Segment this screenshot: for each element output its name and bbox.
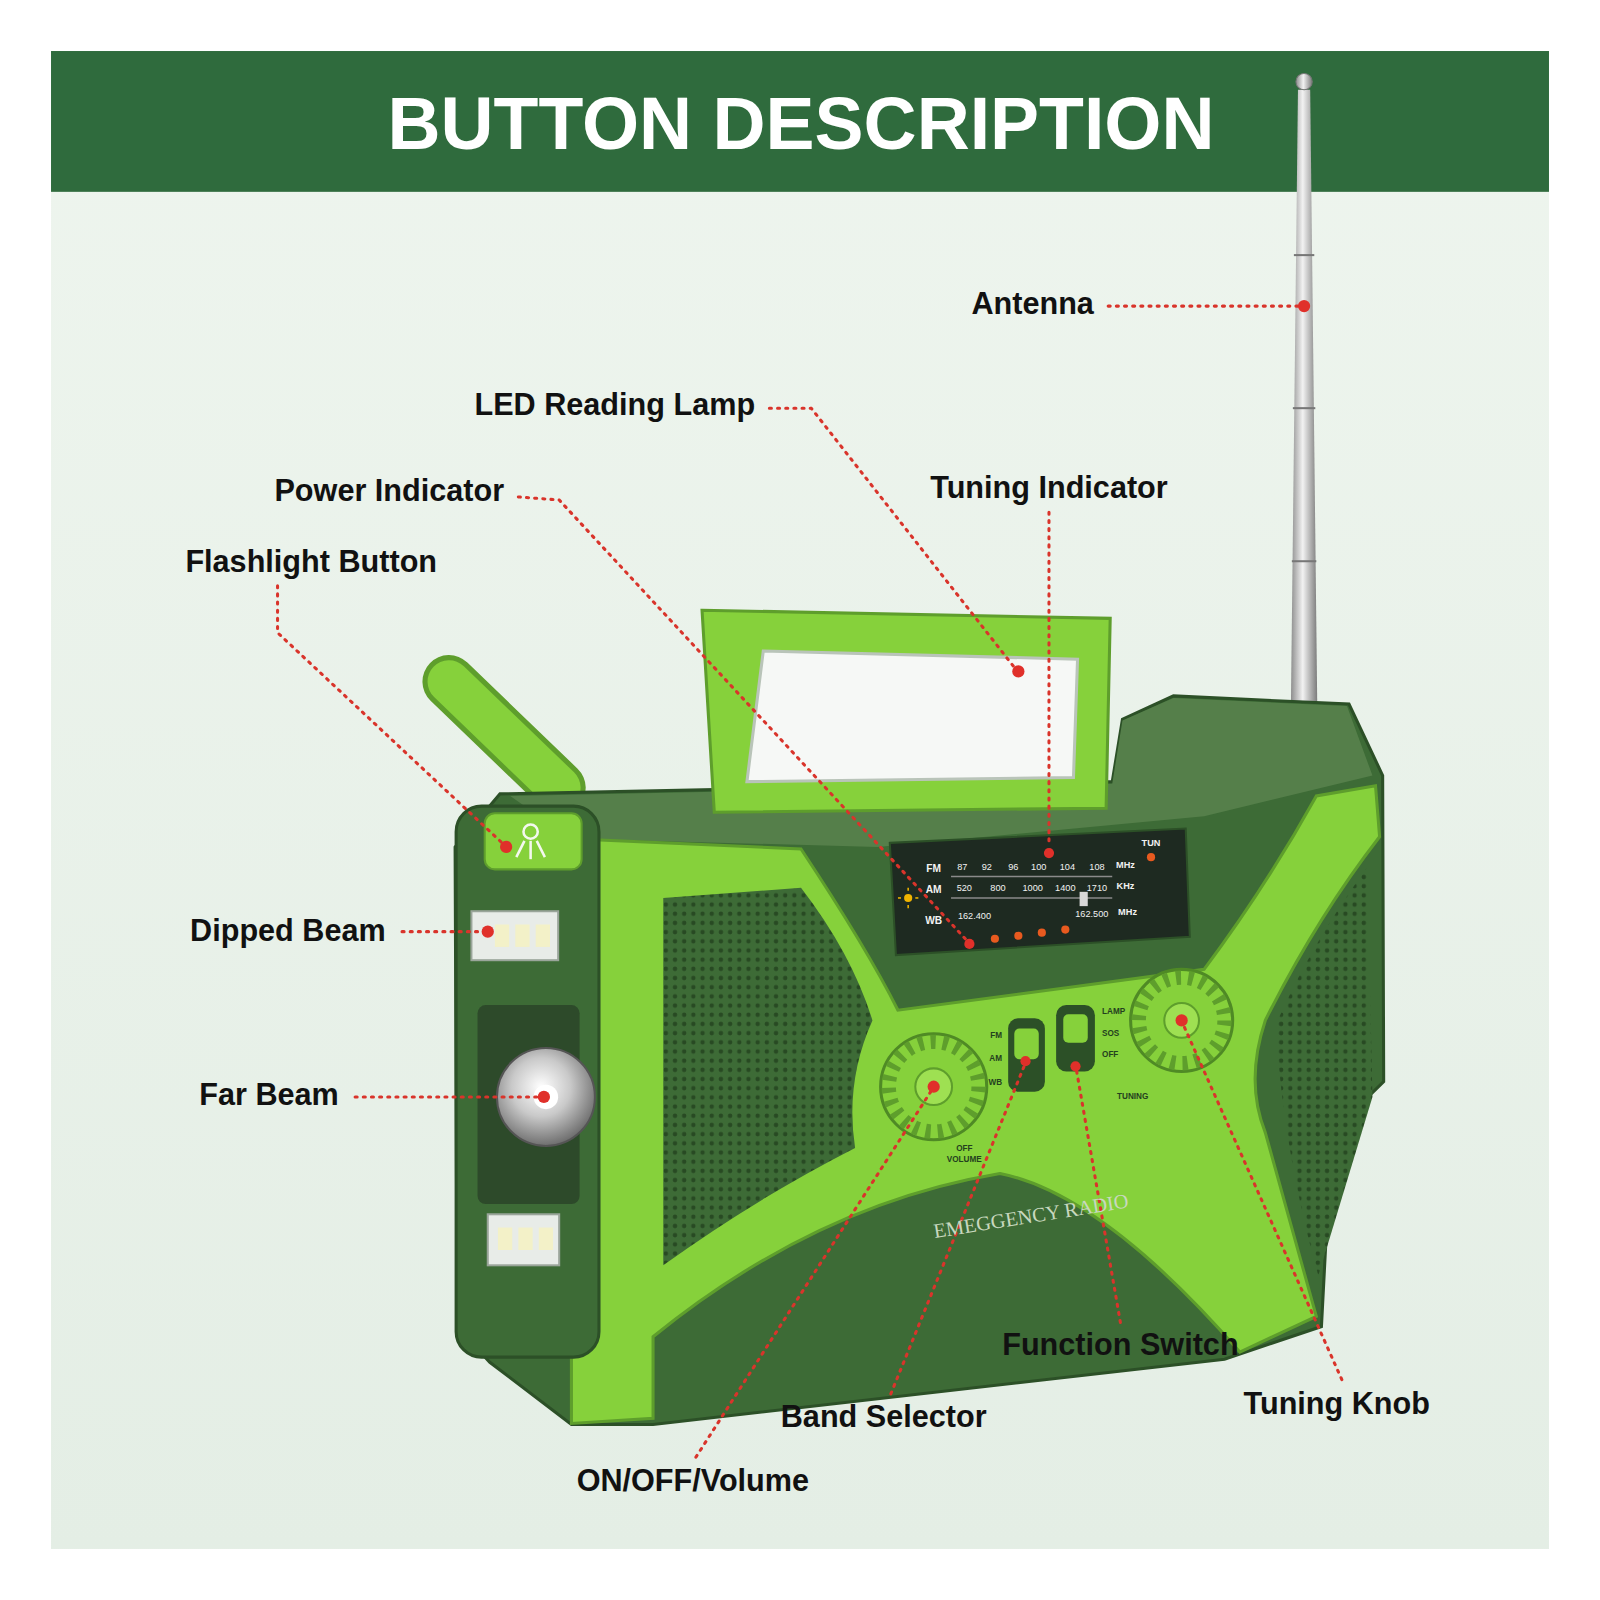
device-print: 87 xyxy=(957,862,967,872)
device-print: 1400 xyxy=(1055,883,1075,893)
device-print: AM xyxy=(989,1055,1002,1064)
device-print: LAMP xyxy=(1102,1008,1125,1017)
part-label: Far Beam xyxy=(199,1078,339,1112)
reading-lamp xyxy=(747,651,1078,782)
device-print: OFF xyxy=(956,1144,972,1153)
title-banner xyxy=(51,51,1549,192)
device-print: 104 xyxy=(1060,862,1075,872)
speaker-grille xyxy=(1276,867,1373,1275)
part-label: Antenna xyxy=(971,287,1093,321)
device-print: TUN xyxy=(1142,838,1161,848)
speaker-grille xyxy=(663,888,872,1266)
device-print: WB xyxy=(925,916,942,927)
device-print: AM xyxy=(926,884,942,895)
tuning-scale xyxy=(890,829,1190,956)
device-print: MHz xyxy=(1116,860,1135,870)
device-print: 108 xyxy=(1089,862,1104,872)
lower-beam xyxy=(488,1214,559,1265)
device-print: 96 xyxy=(1008,862,1018,872)
device-print: OFF xyxy=(1102,1051,1118,1060)
part-label: LED Reading Lamp xyxy=(474,388,755,422)
band-selector-switch xyxy=(1008,1018,1045,1091)
device-print: SOS xyxy=(1102,1029,1119,1038)
part-label: Dipped Beam xyxy=(190,914,386,948)
antenna xyxy=(1291,73,1318,714)
front-shell xyxy=(571,786,1379,1424)
device-print: 1710 xyxy=(1087,883,1107,893)
device-print: VOLUME xyxy=(947,1156,982,1165)
part-label: Tuning Knob xyxy=(1244,1387,1430,1421)
flashlight-head xyxy=(456,806,599,1357)
device-print: 1000 xyxy=(1022,883,1042,893)
device-print: 162.500 xyxy=(1075,909,1108,919)
diagram-title: BUTTON DESCRIPTION xyxy=(387,84,1214,165)
device-print: 100 xyxy=(1031,862,1046,872)
device-print: FM xyxy=(926,864,941,875)
part-label: Power Indicator xyxy=(274,474,504,508)
tuning-knob xyxy=(1131,969,1233,1071)
panel-ground xyxy=(51,51,1549,1549)
device-print: WB xyxy=(988,1078,1002,1087)
device-print: 800 xyxy=(990,883,1005,893)
part-label: ON/OFF/Volume xyxy=(577,1464,809,1498)
device-print: 520 xyxy=(957,883,972,893)
part-label: Band Selector xyxy=(781,1401,987,1435)
part-label: Flashlight Button xyxy=(185,545,437,579)
device-print: MHz xyxy=(1118,907,1137,917)
device-print: 162.400 xyxy=(958,911,991,921)
device-print: FM xyxy=(990,1031,1002,1040)
device-print: 92 xyxy=(982,862,992,872)
part-label: Tuning Indicator xyxy=(930,471,1167,505)
device-print: TUNING xyxy=(1117,1092,1148,1101)
hand-crank xyxy=(449,682,559,788)
dipped-beam xyxy=(471,911,558,960)
device-print: KHz xyxy=(1117,881,1135,891)
volume-knob xyxy=(881,1034,987,1140)
part-label: Function Switch xyxy=(1002,1328,1238,1362)
function-switch xyxy=(1056,1005,1095,1071)
hand-crank xyxy=(449,682,559,788)
